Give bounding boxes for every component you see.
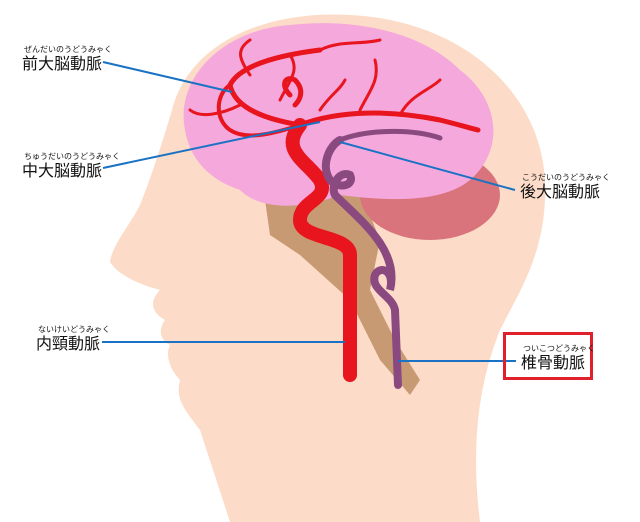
- label-internal-carotid-artery: ないけいどうみゃく 内頸動脈: [36, 324, 110, 353]
- label-text: 内頸動脈: [36, 334, 101, 353]
- furigana: ついこつどうみゃく: [523, 344, 595, 353]
- highlight-box: [503, 332, 593, 380]
- furigana: ないけいどうみゃく: [38, 325, 110, 334]
- leader-lines: [102, 61, 516, 362]
- leader-pca: [339, 141, 516, 191]
- furigana: こうだいのうどうみゃく: [522, 173, 610, 182]
- vertebral-artery: [321, 128, 443, 389]
- label-text: 前大脳動脈: [22, 54, 103, 73]
- label-middle-cerebral-artery: ちゅうだいのうどうみゃく 中大脳動脈: [22, 151, 120, 180]
- label-text: 椎骨動脈: [521, 353, 586, 372]
- label-posterior-cerebral-artery: こうだいのうどうみゃく 後大脳動脈: [520, 172, 610, 201]
- furigana: ぜんだいのうどうみゃく: [24, 45, 112, 54]
- label-vertebral-artery: ついこつどうみゃく 椎骨動脈: [521, 343, 595, 372]
- leader-mca: [102, 121, 321, 169]
- label-anterior-cerebral-artery: ぜんだいのうどうみゃく 前大脳動脈: [22, 44, 112, 73]
- label-text: 後大脳動脈: [520, 182, 601, 201]
- furigana: ちゅうだいのうどうみゃく: [24, 152, 120, 161]
- brainstem: [265, 190, 420, 395]
- label-text: 中大脳動脈: [22, 161, 103, 180]
- leader-aca: [102, 61, 233, 93]
